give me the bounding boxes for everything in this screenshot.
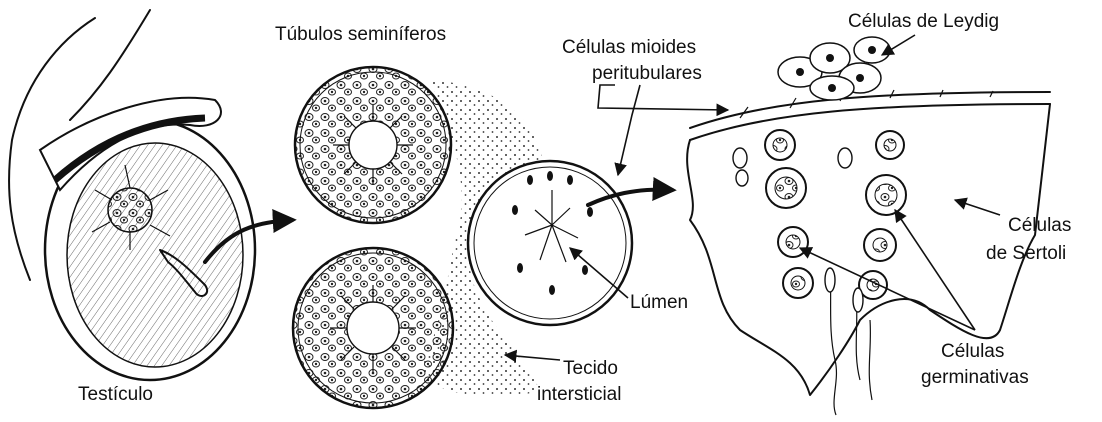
label-seminiferous-tubules: Túbulos seminíferos — [275, 24, 446, 45]
label-leydig-cells: Células de Leydig — [848, 11, 999, 32]
label-germ-cells-line1: Células — [941, 341, 1004, 362]
label-sertoli-cells-line2: de Sertoli — [986, 243, 1066, 264]
label-germ-cells-line2: germinativas — [921, 367, 1029, 388]
tubule-upper — [295, 67, 451, 223]
testicle-drawing: Testículo — [9, 10, 292, 405]
germ-cells-left — [765, 130, 813, 298]
label-interstitial-line2: intersticial — [537, 384, 621, 405]
label-testicle: Testículo — [78, 384, 153, 405]
label-lumen: Lúmen — [630, 292, 688, 313]
label-myoid-cells-line2: peritubulares — [592, 63, 702, 84]
label-myoid-cells-line1: Células mioides — [562, 37, 696, 58]
leydig-cells — [778, 37, 890, 100]
label-sertoli-cells-line1: Células — [1008, 215, 1071, 236]
tubule-lower — [293, 248, 453, 408]
label-interstitial-line1: Tecido — [563, 358, 618, 379]
